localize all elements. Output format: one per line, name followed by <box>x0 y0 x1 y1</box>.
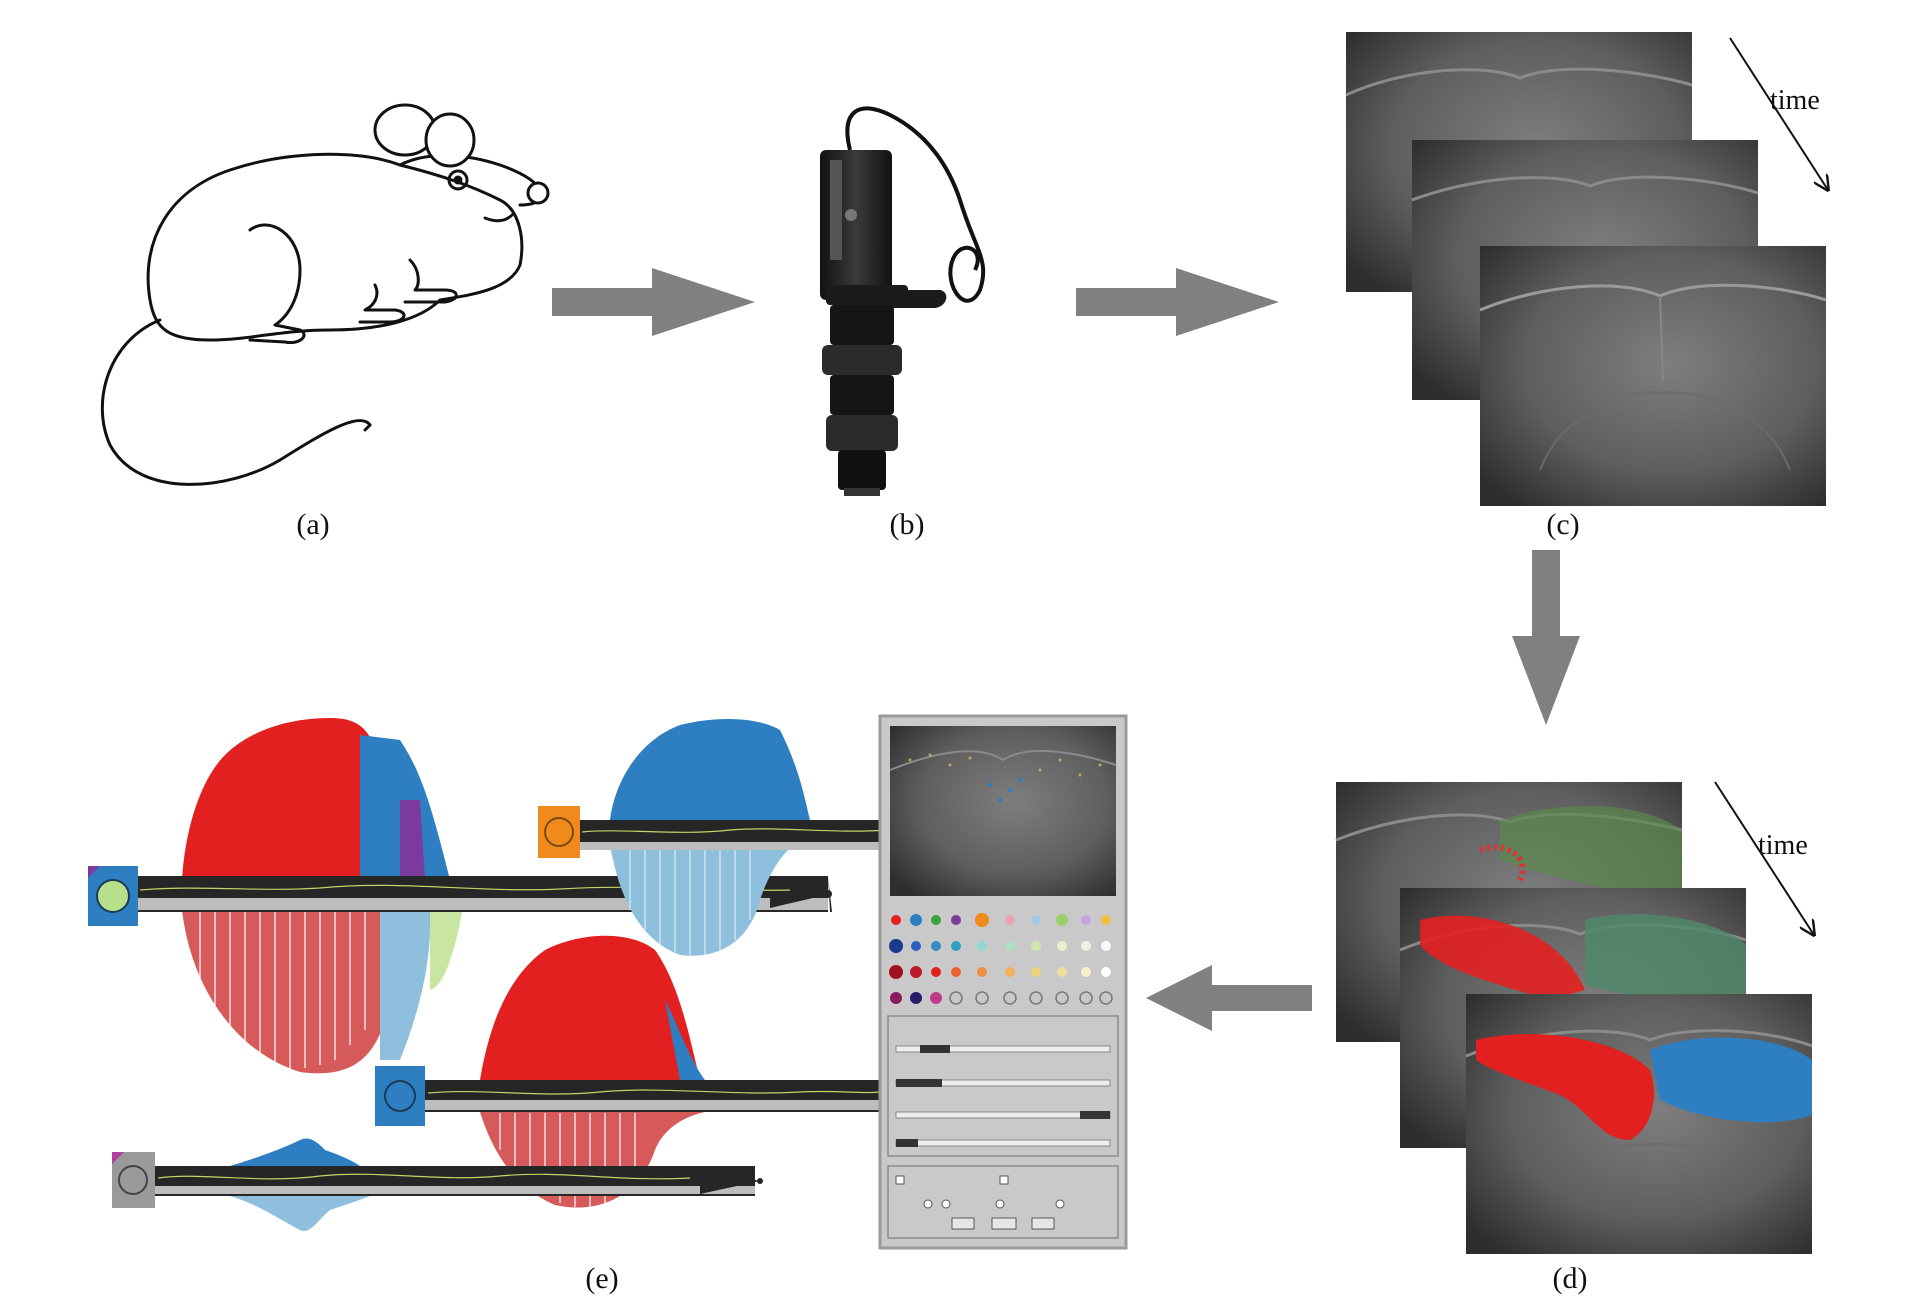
time-arrow-c <box>1729 37 1828 190</box>
visualization-panel <box>88 714 1128 1250</box>
panel-label-c: (c) <box>1546 508 1580 541</box>
raw-frame-3 <box>1479 246 1827 506</box>
panel-label-d: (d) <box>1552 1262 1588 1295</box>
analyzed-frame-3 <box>1465 994 1813 1254</box>
mouse-drawing-icon <box>100 103 550 486</box>
control-window <box>878 714 1128 1250</box>
track-2-marker <box>538 806 580 858</box>
track-4-marker <box>112 1152 155 1208</box>
analyzed-frame-stack <box>1335 782 1813 1254</box>
flow-track-4 <box>112 1138 763 1231</box>
filter-sliders[interactable] <box>887 1015 1119 1157</box>
view-options[interactable] <box>887 1165 1119 1239</box>
arrow-c-to-d <box>1512 550 1580 725</box>
time-arrow-d <box>1714 781 1814 935</box>
arrow-a-to-b <box>552 268 755 336</box>
time-label-d: time <box>1758 830 1808 861</box>
arrow-b-to-c <box>1076 268 1279 336</box>
control-window-preview <box>890 726 1116 896</box>
panel-label-e: (e) <box>585 1262 619 1295</box>
color-swatches <box>889 913 1113 1005</box>
camera-device-icon <box>820 106 986 496</box>
time-label-c: time <box>1770 85 1820 116</box>
track-1-marker <box>88 866 138 926</box>
panel-label-a: (a) <box>296 508 330 541</box>
raw-frame-stack <box>1345 32 1827 506</box>
panel-label-b: (b) <box>889 508 925 541</box>
track-3-marker <box>375 1066 425 1126</box>
arrow-d-to-e <box>1146 965 1312 1031</box>
flow-track-2 <box>538 718 890 956</box>
